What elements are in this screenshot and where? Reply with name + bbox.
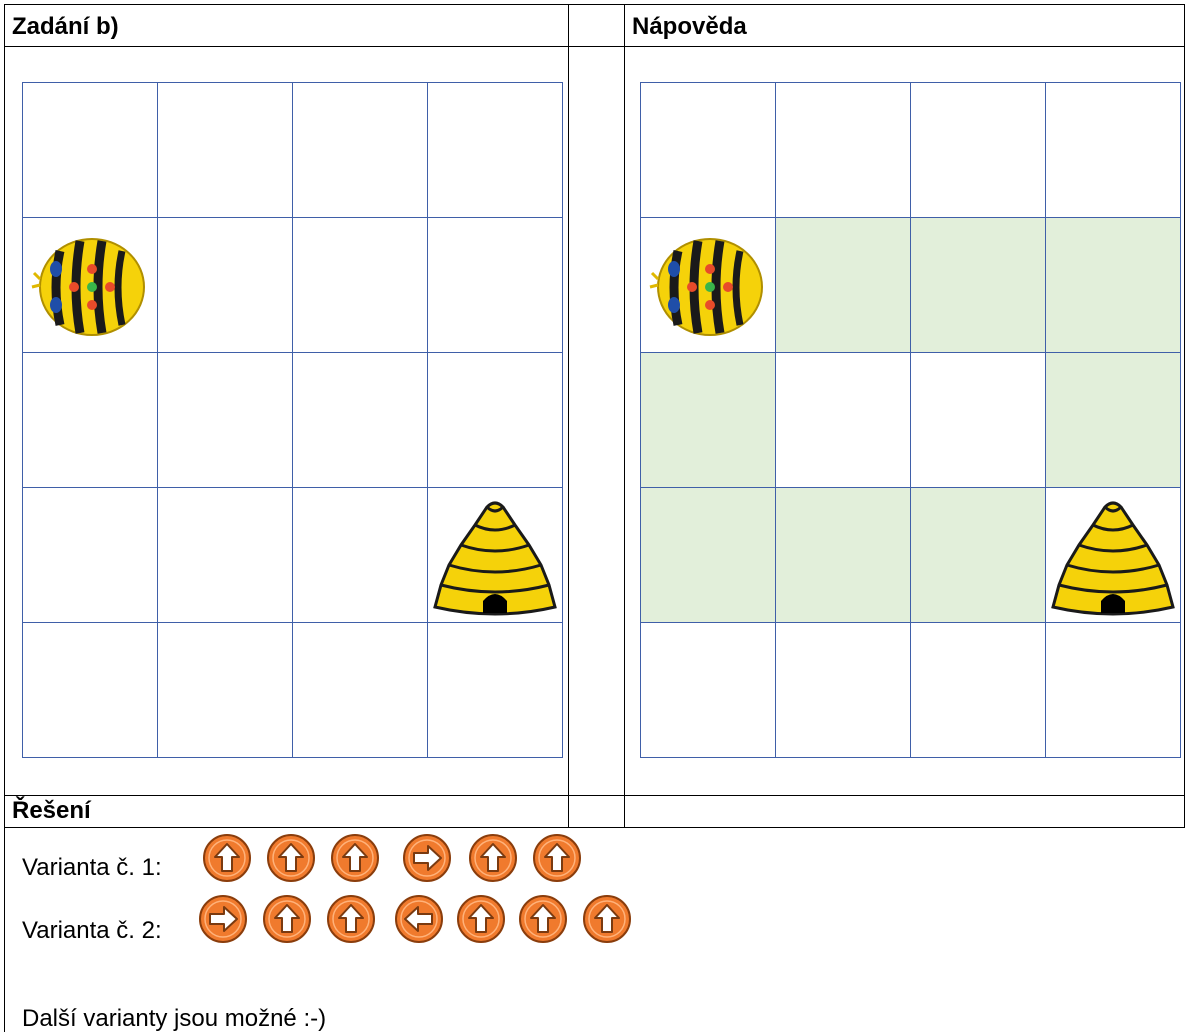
hint-header: Nápověda [632,13,747,41]
forward-icon [330,833,380,883]
grid-cell [775,352,911,488]
grid-cell [157,487,293,623]
grid-cell [22,82,158,218]
left-icon [394,894,444,944]
grid-cell [640,82,776,218]
grid-cell [157,622,293,758]
forward-icon [266,833,316,883]
grid-cell [22,352,158,488]
column-divider-1 [568,4,569,828]
variant-2-label: Varianta č. 2: [22,917,162,945]
grid-cell [1045,217,1181,353]
grid-cell [775,82,911,218]
grid-cell [640,487,776,623]
grid-cell [292,82,428,218]
grid-cell [640,352,776,488]
forward-icon [326,894,376,944]
beehive-target [429,489,561,624]
grid-cell [910,622,1046,758]
more-variants-note: Další varianty jsou možné :-) [22,1005,326,1033]
grid-cell [910,352,1046,488]
forward-icon [518,894,568,944]
beehive-target [1047,489,1179,624]
grid-cell [910,487,1046,623]
grid-cell [775,622,911,758]
forward-icon [468,833,518,883]
column-divider-2 [624,4,625,828]
task-grid [22,82,562,757]
forward-icon [202,833,252,883]
grid-cell [910,217,1046,353]
grid-cell [1045,622,1181,758]
header-row-divider [4,46,1184,47]
solution-row-top-divider [4,795,1184,796]
variant-1-label: Varianta č. 1: [22,854,162,882]
grid-cell [292,622,428,758]
table-top-border [4,4,1184,5]
solution-header: Řešení [12,797,91,825]
grid-cell [22,487,158,623]
solution-row-bottom-divider [4,827,1184,828]
grid-cell [427,82,563,218]
forward-icon [456,894,506,944]
grid-cell [640,622,776,758]
right-icon [402,833,452,883]
grid-cell [427,352,563,488]
grid-cell [292,487,428,623]
grid-cell [1045,82,1181,218]
bee-bot-robot [648,229,768,344]
forward-icon [582,894,632,944]
grid-cell [910,82,1046,218]
grid-cell [775,217,911,353]
grid-cell [292,217,428,353]
grid-cell [157,352,293,488]
table-right-border [1184,4,1185,828]
grid-cell [157,217,293,353]
forward-icon [532,833,582,883]
grid-cell [775,487,911,623]
grid-cell [292,352,428,488]
grid-cell [427,622,563,758]
bee-bot-robot [30,229,150,344]
forward-icon [262,894,312,944]
grid-cell [22,622,158,758]
grid-cell [427,217,563,353]
hint-grid [640,82,1180,757]
right-icon [198,894,248,944]
table-left-border [4,4,5,1032]
task-header: Zadání b) [12,13,119,41]
grid-cell [1045,352,1181,488]
grid-cell [157,82,293,218]
